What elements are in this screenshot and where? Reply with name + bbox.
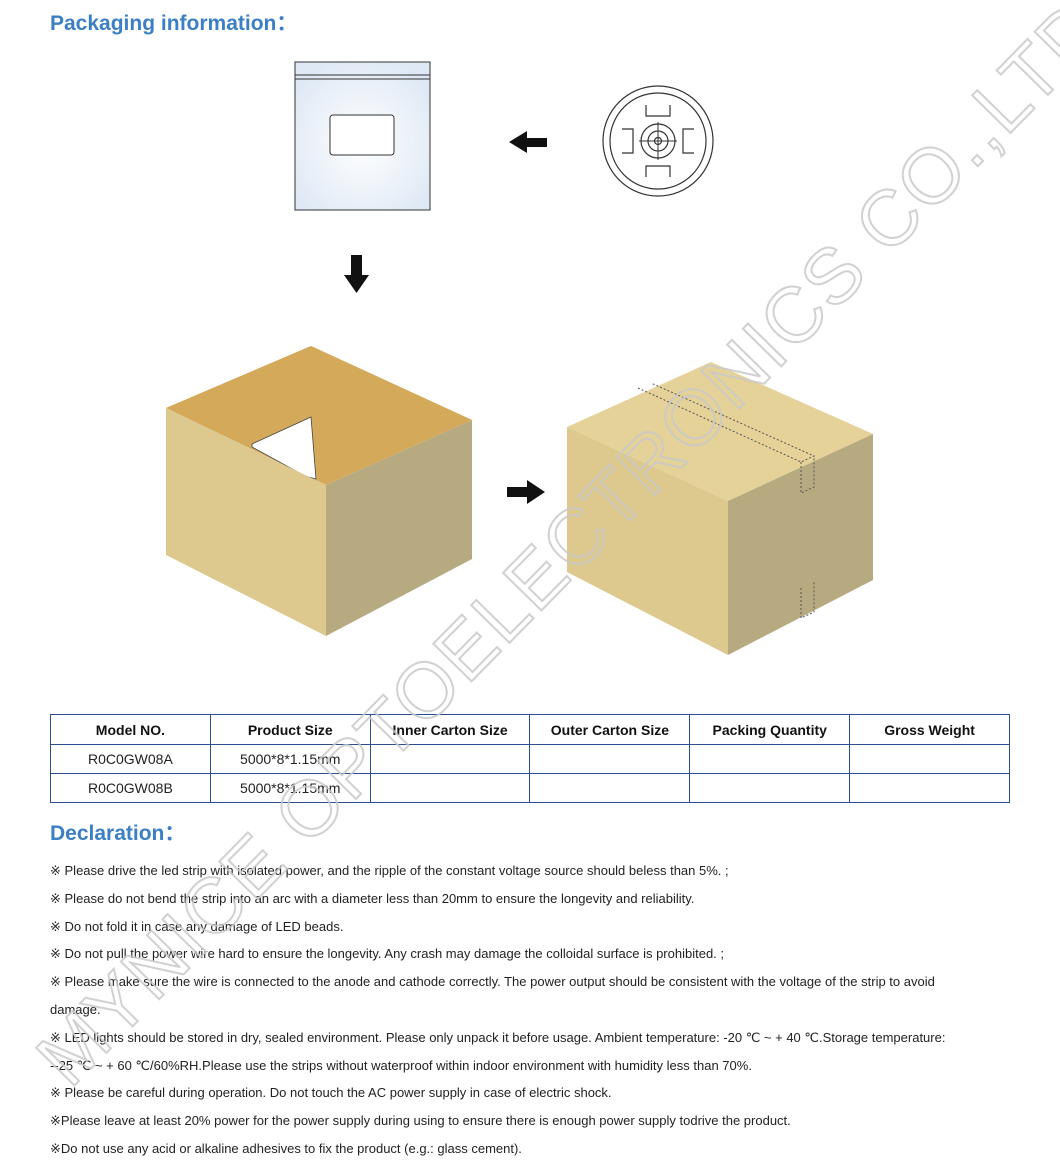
table-header-cell: Inner Carton Size: [369, 714, 531, 745]
table-cell: [849, 773, 1010, 803]
declaration-item: ※ Do not fold it in case any damage of L…: [50, 918, 344, 934]
table-header-cell: Gross Weight: [849, 714, 1010, 745]
table-header-cell: Product Size: [209, 714, 371, 745]
arrow-right-icon: [507, 480, 545, 504]
table-row: R0C0GW08B 5000*8*1.15mm: [50, 773, 1010, 803]
table-cell: 5000*8*1.15mm: [209, 773, 371, 803]
packing-table: Model NO. Product Size Inner Carton Size…: [50, 714, 1010, 803]
declaration-title: Declaration：: [50, 822, 186, 845]
closed-carton-illustration: [567, 362, 873, 655]
declaration-item: ※ Please drive the led strip with isolat…: [50, 863, 729, 878]
table-header-cell: Model NO.: [50, 714, 211, 745]
declaration-list: ※ Please drive the led strip with isolat…: [50, 861, 1010, 1167]
declaration-item: ※ Do not pull the power wire hard to ens…: [50, 946, 725, 962]
table-cell: [369, 773, 531, 803]
table-header-cell: Packing Quantity: [689, 714, 851, 745]
esd-bag-illustration: [294, 61, 431, 211]
table-cell: [529, 744, 691, 774]
declaration-item: ※Please leave at least 20% power for the…: [50, 1113, 791, 1129]
declaration-item: ※ LED lights should be stored in dry, se…: [50, 1029, 946, 1045]
open-carton-illustration: [166, 346, 472, 636]
packaging-diagram: [166, 61, 873, 655]
table-cell: R0C0GW08A: [50, 744, 211, 774]
table-row: R0C0GW08A 5000*8*1.15mm: [50, 744, 1010, 774]
table-cell: 5000*8*1.15mm: [209, 744, 371, 774]
declaration-item: ※ Please make sure the wire is connected…: [50, 974, 935, 990]
table-cell: [369, 744, 531, 774]
table-cell: [689, 773, 851, 803]
declaration-item-continuation: damage.: [50, 1001, 101, 1017]
declaration-item: ※ Please do not bend the strip into an a…: [50, 890, 695, 906]
arrow-left-icon: [509, 131, 547, 153]
packaging-information-title: Packaging information：: [50, 12, 298, 35]
declaration-item-continuation: --25 ℃ ~ + 60 ℃/60%RH.Please use the str…: [50, 1057, 752, 1073]
table-header-row: Model NO. Product Size Inner Carton Size…: [50, 714, 1010, 745]
table-cell: R0C0GW08B: [50, 773, 211, 803]
table-cell: [689, 744, 851, 774]
table-cell: [849, 744, 1010, 774]
declaration-item: ※Do not use any acid or alkaline adhesiv…: [50, 1140, 522, 1156]
table-cell: [529, 773, 691, 803]
reel-illustration: [602, 85, 714, 197]
arrow-down-icon: [344, 255, 369, 293]
declaration-item: ※ Please be careful during operation. Do…: [50, 1085, 612, 1101]
table-header-cell: Outer Carton Size: [529, 714, 691, 745]
